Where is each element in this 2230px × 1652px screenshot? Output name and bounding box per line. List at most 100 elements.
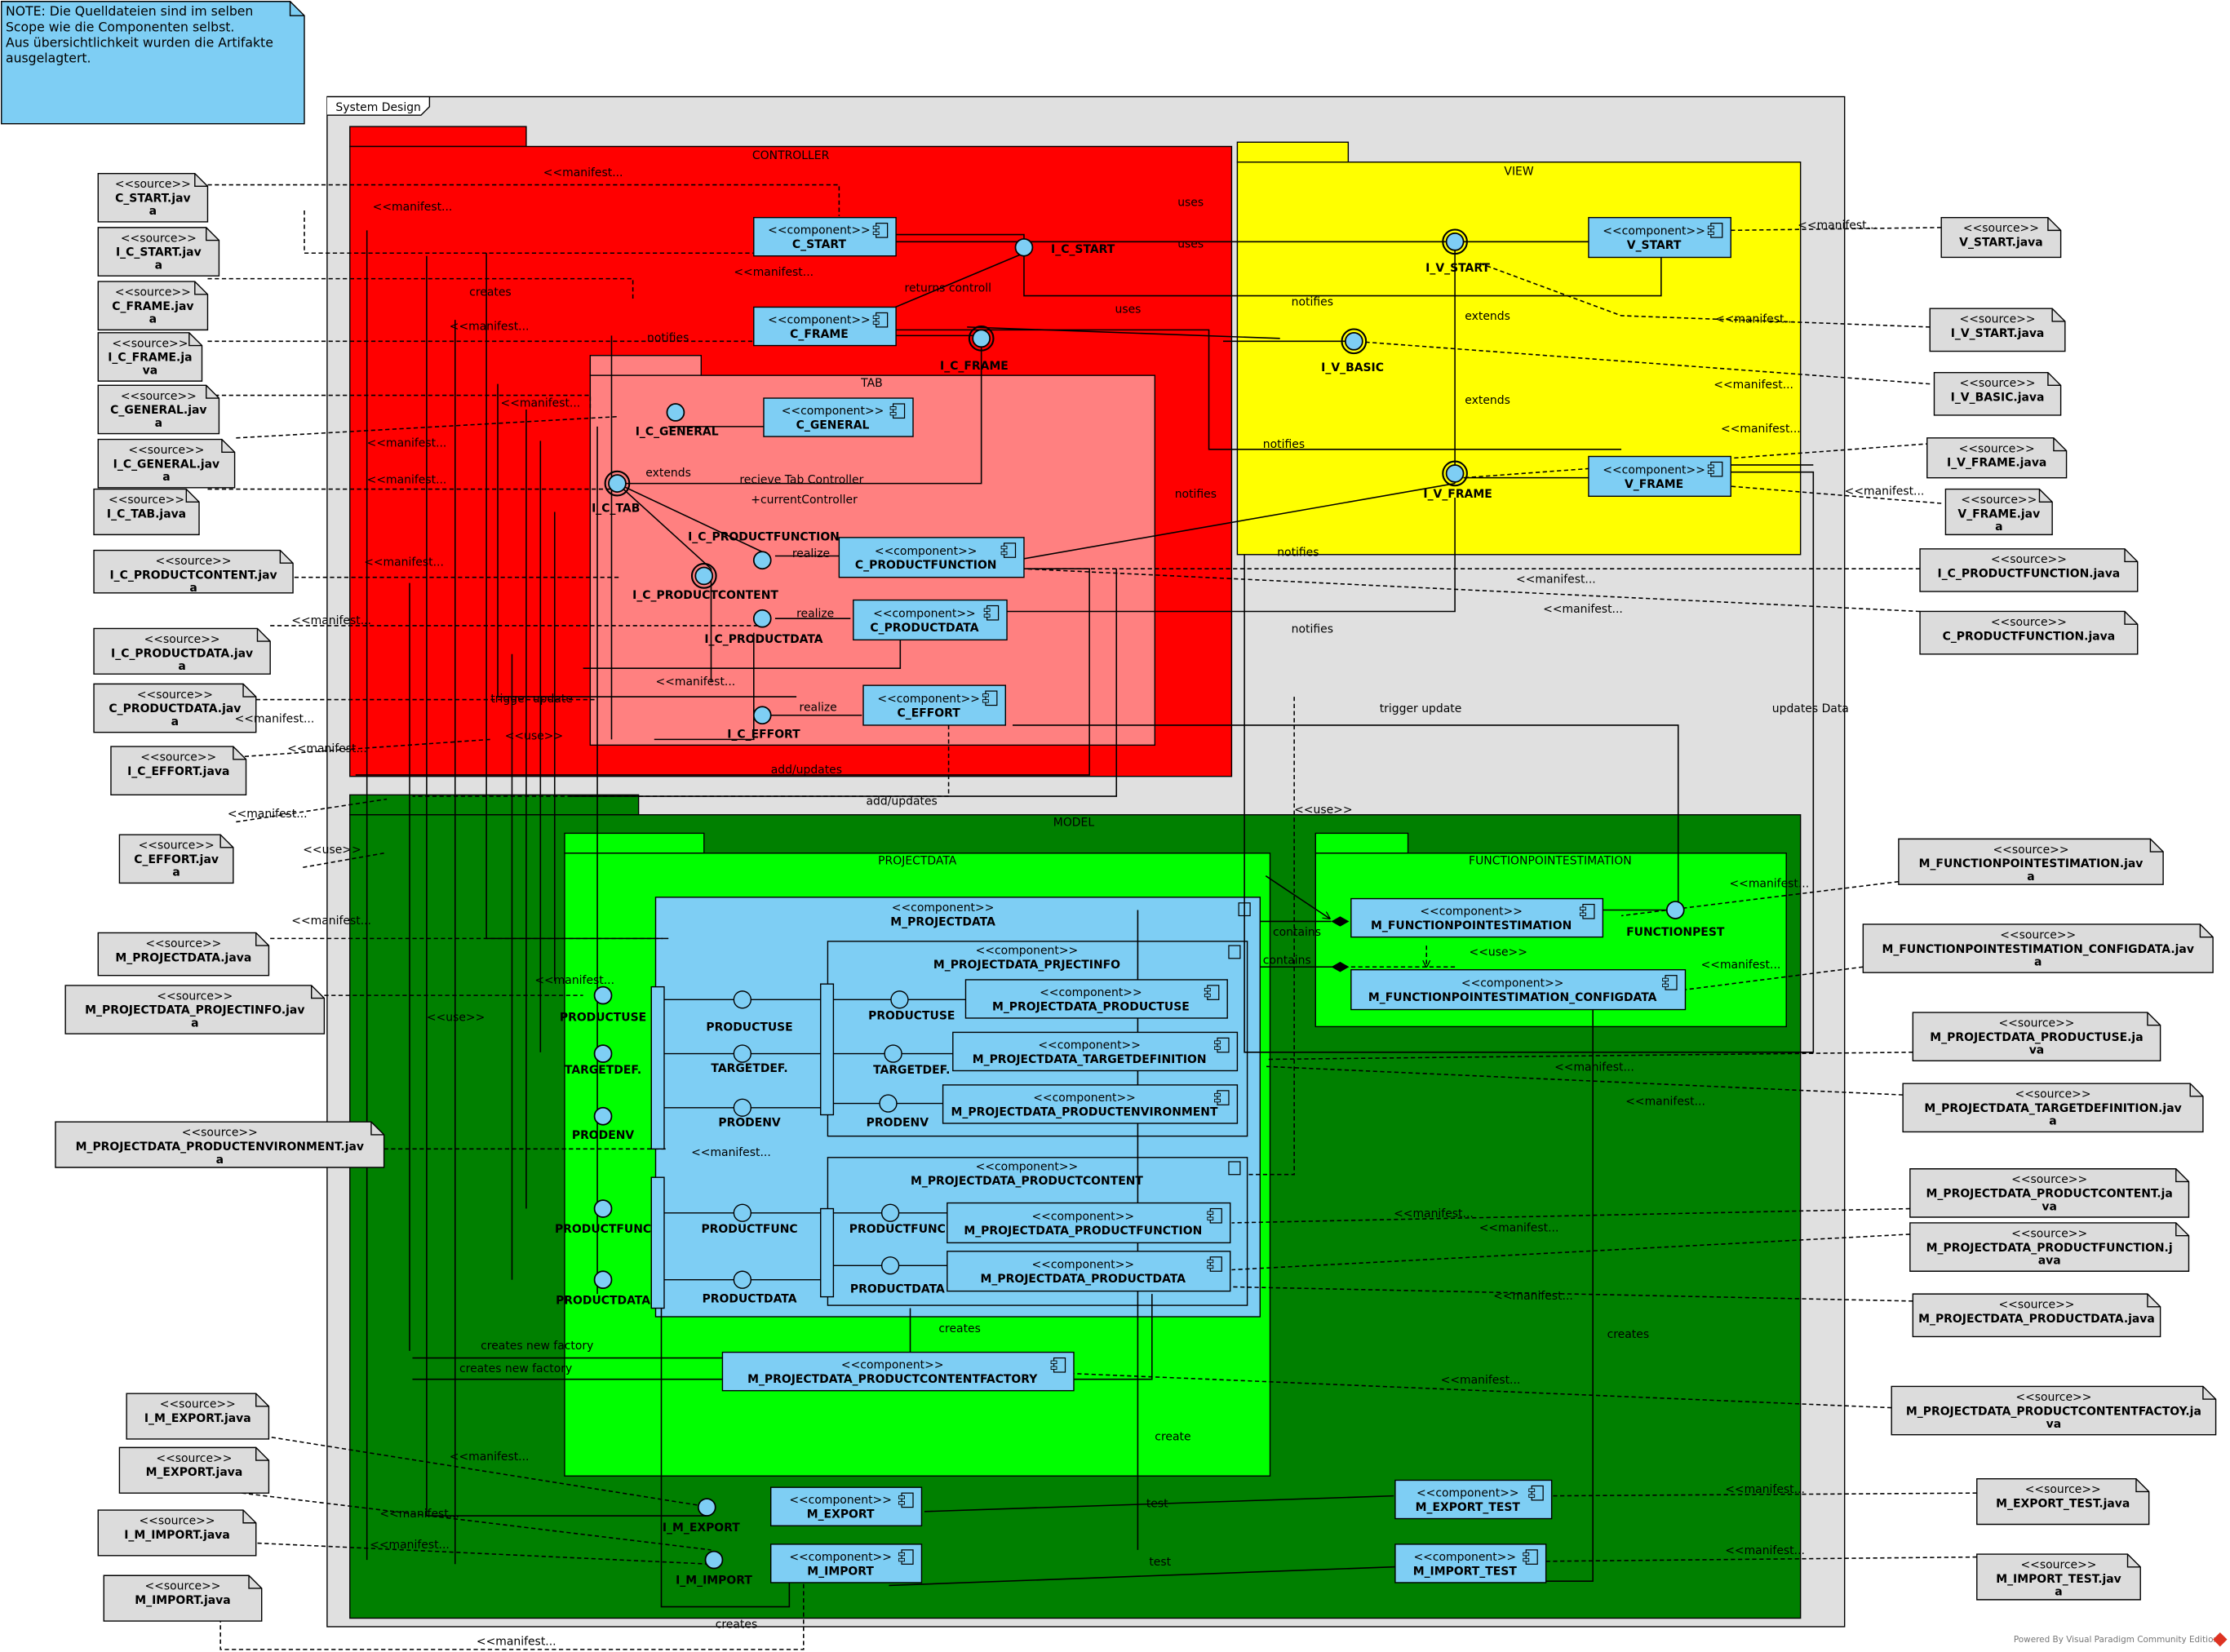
stereotype: <<component>>: [1040, 986, 1142, 999]
source-artifact[interactable]: <<source>>I_C_PRODUCTCONTENT.java: [93, 549, 294, 596]
interface-i-m-export[interactable]: I_M_EXPORT: [663, 1498, 740, 1535]
stereotype: <<component>>: [1603, 225, 1705, 238]
source-artifact[interactable]: <<source>>M_IMPORT.java: [103, 1574, 263, 1622]
source-artifact[interactable]: <<source>>M_PROJECTDATA_PRODUCTUSE.java: [1912, 1012, 2161, 1061]
source-artifact[interactable]: <<source>>I_C_PRODUCTFUNCTION.java: [1919, 548, 2139, 592]
manifest-dependency: [1073, 1372, 1892, 1409]
component-c-frame[interactable]: <<component>>C_FRAME: [753, 306, 897, 347]
stereotype: <<component>>: [1414, 1551, 1517, 1564]
source-artifact[interactable]: <<source>>M_PROJECTDATA_PRODUCTENVIRONME…: [55, 1121, 385, 1168]
source-artifact[interactable]: <<source>>M_PROJECTDATA_PRODUCTCONTENT.j…: [1909, 1168, 2190, 1218]
source-artifact[interactable]: <<source>>I_C_TAB.java: [93, 488, 200, 536]
source-artifact[interactable]: <<source>>V_FRAME.java: [1944, 488, 2053, 536]
component-name: M_PROJECTDATA_TARGETDEFINITION: [973, 1053, 1207, 1066]
component-m-import-test[interactable]: <<component>>M_IMPORT_TEST: [1394, 1543, 1547, 1583]
interface-i-c-frame[interactable]: I_C_FRAME: [940, 325, 1009, 373]
interface-i-v-frame[interactable]: I_V_FRAME: [1423, 460, 1492, 501]
component-v-start[interactable]: <<component>>V_START: [1588, 216, 1731, 259]
interface-productfunc[interactable]: PRODUCTFUNC: [555, 1199, 651, 1236]
source-artifact[interactable]: <<source>>C_GENERAL.java: [97, 384, 220, 435]
source-artifact[interactable]: <<source>>M_PROJECTDATA_PROJECTINFO.java: [64, 985, 326, 1034]
component-icon: [889, 403, 906, 419]
source-artifact[interactable]: <<source>>I_M_EXPORT.java: [126, 1393, 270, 1440]
interface-i-m-import[interactable]: I_M_IMPORT: [676, 1550, 752, 1588]
source-artifact[interactable]: <<source>>M_PROJECTDATA.java: [97, 932, 270, 977]
component-m-export-test[interactable]: <<component>>M_EXPORT_TEST: [1394, 1479, 1553, 1520]
source-artifact[interactable]: <<source>>I_C_START.java: [97, 227, 220, 277]
interface-productuse[interactable]: PRODUCTUSE: [560, 985, 646, 1025]
component-m-projectdata-productfunction[interactable]: <<component>>M_PROJECTDATA_PRODUCTFUNCTI…: [947, 1202, 1231, 1244]
component-c-productdata[interactable]: <<component>>C_PRODUCTDATA: [853, 599, 1008, 641]
interface-targetdef[interactable]: TARGETDEF.: [565, 1044, 641, 1077]
component-v-frame[interactable]: <<component>>V_FRAME: [1588, 455, 1731, 498]
component-m-export[interactable]: <<component>>M_EXPORT: [770, 1486, 923, 1526]
source-artifact[interactable]: <<source>>I_C_FRAME.java: [97, 332, 203, 382]
stereotype: <<source>>: [2020, 1559, 2096, 1572]
stereotype: <<source>>: [1963, 222, 2039, 235]
interface-prodenv[interactable]: PRODENV: [572, 1106, 635, 1142]
component-m-import[interactable]: <<component>>M_IMPORT: [770, 1543, 923, 1583]
source-artifact[interactable]: <<source>>C_FRAME.java: [97, 281, 209, 331]
connector: [1244, 471, 1815, 1053]
connector: [810, 329, 1622, 450]
source-artifact[interactable]: <<source>>I_V_BASIC.java: [1933, 371, 2062, 416]
source-artifact[interactable]: <<source>>I_C_PRODUCTDATA.java: [93, 627, 271, 675]
source-name: I_M_IMPORT.java: [124, 1529, 230, 1542]
source-artifact[interactable]: <<source>>M_PROJECTDATA_PRODUCTDATA.java: [1912, 1293, 2161, 1338]
connector-label: <<manifest...: [1715, 313, 1795, 326]
interface-i-v-basic[interactable]: I_V_BASIC: [1321, 328, 1384, 374]
source-artifact[interactable]: <<source>>V_START.java: [1940, 216, 2062, 259]
source-artifact[interactable]: <<source>>M_IMPORT_TEST.java: [1976, 1553, 2141, 1601]
source-artifact[interactable]: <<source>>C_EFFORT.java: [118, 834, 234, 884]
source-artifact[interactable]: <<source>>I_M_IMPORT.java: [97, 1509, 257, 1557]
interface-productdata[interactable]: PRODUCTDATA: [556, 1270, 650, 1307]
interface-i-c-general[interactable]: I_C_GENERAL: [636, 403, 719, 438]
source-artifact[interactable]: <<source>>M_EXPORT.java: [118, 1446, 270, 1494]
component-m-projectdata-productuse[interactable]: <<component>>M_PROJECTDATA_PRODUCTUSE: [964, 979, 1228, 1019]
source-name: I_C_GENERAL.jav: [113, 458, 219, 471]
source-artifact[interactable]: <<source>>I_C_GENERAL.java: [97, 438, 236, 489]
source-artifact[interactable]: <<source>>I_V_FRAME.java: [1926, 437, 2068, 479]
source-artifact[interactable]: <<source>>M_FUNCTIONPOINTESTIMATION.java: [1898, 838, 2164, 885]
manifest-dependency: [207, 394, 592, 410]
connector-label: <<manifest...: [287, 742, 367, 755]
component-m-functionpointestimation-configdata[interactable]: <<component>>M_FUNCTIONPOINTESTIMATION_C…: [1350, 969, 1687, 1011]
stereotype: <<component>>: [768, 314, 871, 327]
component-c-effort[interactable]: <<component>>C_EFFORT: [862, 684, 1006, 726]
source-artifact[interactable]: <<source>>C_PRODUCTDATA.java: [93, 683, 257, 733]
interface-i-c-productdata[interactable]: I_C_PRODUCTDATA: [704, 609, 823, 646]
source-artifact[interactable]: <<source>>M_PROJECTDATA_PRODUCTCONTENTFA…: [1891, 1385, 2217, 1436]
manifest-dependency: [1545, 1556, 1977, 1562]
component-m-projectdata-productdata[interactable]: <<component>>M_PROJECTDATA_PRODUCTDATA: [947, 1251, 1231, 1292]
note-line-1: NOTE: Die Quelldateien sind im selben: [6, 3, 253, 19]
component-m-functionpointestimation[interactable]: <<component>>M_FUNCTIONPOINTESTIMATION: [1350, 897, 1604, 938]
component-m-projectdata-targetdefinition[interactable]: <<component>>M_PROJECTDATA_TARGETDEFINIT…: [952, 1031, 1239, 1072]
connector-label: <<manifest...: [1714, 379, 1793, 392]
source-artifact[interactable]: <<source>>I_V_START.java: [1929, 308, 2066, 352]
interface-i-v-start[interactable]: I_V_START: [1425, 228, 1490, 275]
source-artifact[interactable]: <<source>>C_PRODUCTFUNCTION.java: [1919, 610, 2139, 655]
interface-i-c-start[interactable]: I_C_START: [1014, 237, 1115, 257]
source-artifact[interactable]: <<source>>M_PROJECTDATA_TARGETDEFINITION…: [1902, 1083, 2204, 1133]
source-artifact[interactable]: <<source>>M_PROJECTDATA_PRODUCTFUNCTION.…: [1909, 1222, 2190, 1272]
stereotype: <<source>>: [2015, 1088, 2091, 1101]
component-c-start[interactable]: <<component>>C_START: [753, 216, 897, 257]
source-artifact[interactable]: <<source>>M_FUNCTIONPOINTESTIMATION_CONF…: [1862, 923, 2214, 973]
component-c-general[interactable]: <<component>>C_GENERAL: [763, 397, 914, 437]
connector: [1265, 875, 1329, 919]
interface-i-c-productfunction[interactable]: I_C_PRODUCTFUNCTION: [688, 530, 840, 570]
source-artifact[interactable]: <<source>>C_START.java: [97, 172, 209, 223]
component-m-projectdata-productcontentfactory[interactable]: <<component>>M_PROJECTDATA_PRODUCTCONTEN…: [721, 1351, 1075, 1392]
interface-i-c-tab[interactable]: I_C_TAB: [592, 470, 640, 516]
component-c-productfunction[interactable]: <<component>>C_PRODUCTFUNCTION: [838, 537, 1025, 578]
interface-i-c-effort[interactable]: I_C_EFFORT: [727, 706, 800, 742]
package-title-view: VIEW: [1504, 165, 1533, 178]
interface-functionpest[interactable]: FUNCTIONPEST: [1626, 901, 1725, 939]
source-artifact[interactable]: <<source>>I_C_EFFORT.java: [110, 746, 247, 796]
connector: [583, 640, 902, 669]
interface-i-c-productcontent[interactable]: I_C_PRODUCTCONTENT: [632, 563, 778, 602]
source-name: I_C_PRODUCTFUNCTION.java: [1938, 568, 2121, 581]
connector-label: notifies: [1263, 438, 1305, 451]
source-artifact[interactable]: <<source>>M_EXPORT_TEST.java: [1976, 1478, 2150, 1526]
component-m-projectdata-productenvironment[interactable]: <<component>>M_PROJECTDATA_PRODUCTENVIRO…: [942, 1084, 1239, 1124]
